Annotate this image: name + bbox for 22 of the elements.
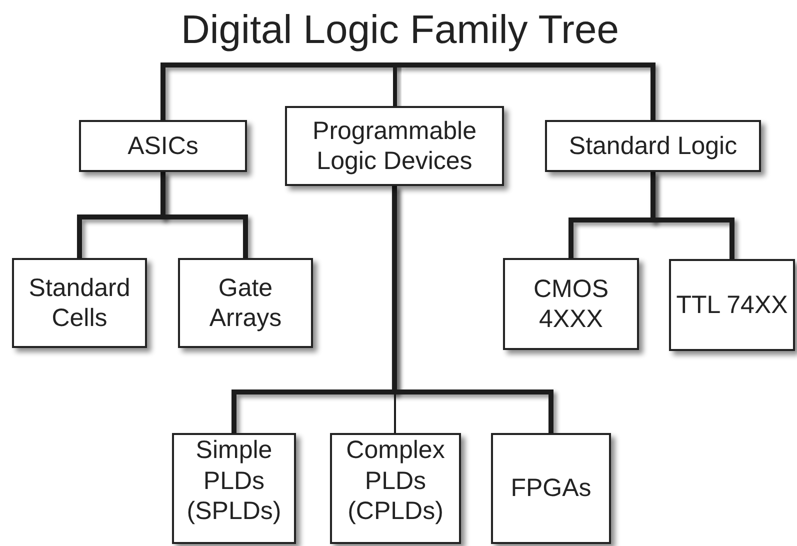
category-label: Complex PLDs (CPLDs) (345, 435, 446, 526)
category-box (12, 258, 147, 348)
category-box (172, 433, 296, 544)
category-box (79, 120, 247, 172)
title-text: Digital Logic Family Tree (181, 8, 619, 52)
category-label: FPGAs (510, 473, 592, 504)
category-box (491, 433, 611, 544)
category-label: CMOS 4XXX (532, 274, 610, 334)
category-label: Programmable Logic Devices (312, 116, 478, 176)
category-box (285, 106, 504, 186)
category-box (330, 433, 461, 544)
category-label: Standard Logic (568, 130, 738, 162)
connector-line (398, 62, 656, 120)
category-box (503, 258, 639, 350)
category-box (178, 258, 313, 348)
category-label: TTL 74XX (676, 290, 788, 320)
category-box (545, 120, 761, 172)
category-label: Standard Cells (28, 272, 132, 334)
category-label: ASICs (128, 130, 198, 162)
category-label: Simple PLDs (SPLDs) (186, 435, 282, 526)
category-label: Gate Arrays (208, 272, 283, 334)
category-box (669, 259, 795, 351)
